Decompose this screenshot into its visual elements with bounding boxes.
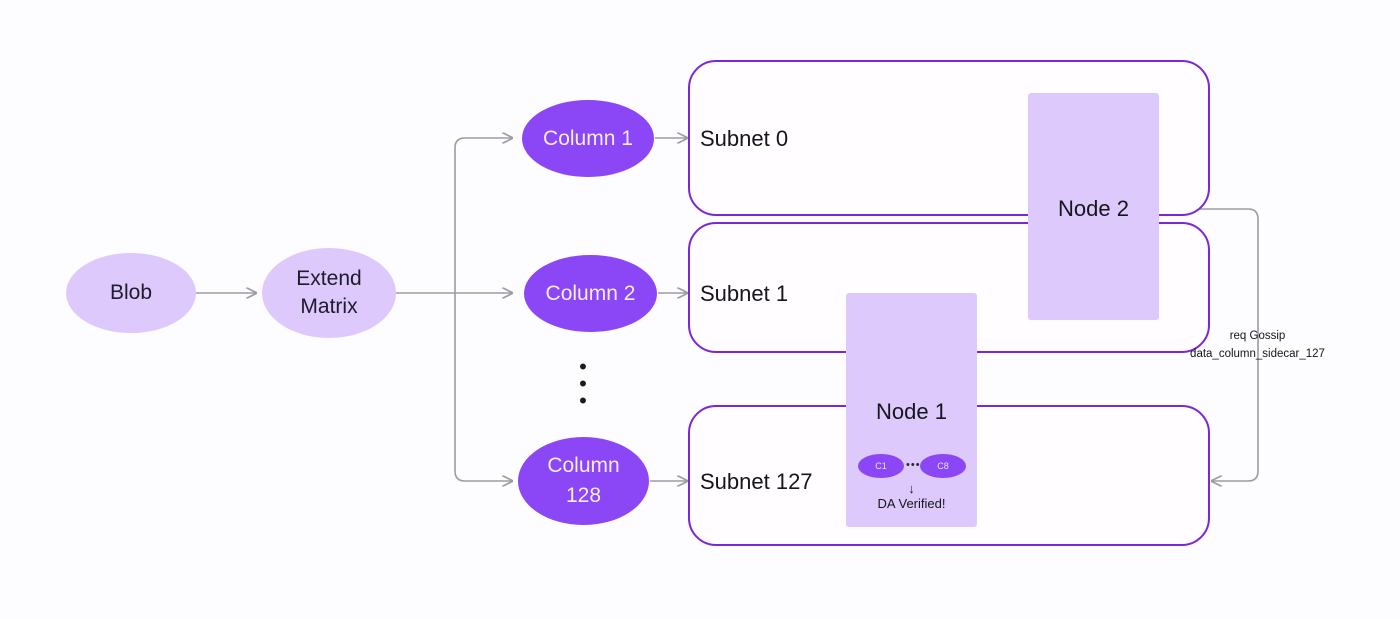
- connector-trunk-to-column-128: [454, 293, 512, 481]
- node-1-box[interactable]: Node 1 C1 ••• C8 ↓ DA Verified!: [846, 293, 977, 527]
- node-1-down-arrow-icon: ↓: [908, 481, 915, 496]
- subnet-label-127: Subnet 127: [700, 469, 813, 494]
- node-1-column-chip-first[interactable]: C1: [858, 454, 904, 478]
- extend-matrix-ellipse[interactable]: Extend Matrix: [262, 248, 396, 338]
- column-128-ellipse[interactable]: Column 128: [518, 437, 649, 525]
- node-2-title: Node 2: [1058, 196, 1129, 221]
- subnet-label-1: Subnet 1: [700, 281, 789, 306]
- extend-matrix-label-line2: Matrix: [300, 295, 358, 318]
- gossip-annotation-line2: data_column_sidecar_127: [1190, 348, 1325, 360]
- column-2-label: Column 2: [545, 281, 636, 305]
- subnet-label-0: Subnet 0: [700, 126, 789, 151]
- column-1-label: Column 1: [543, 126, 633, 150]
- column-128-label: Column 128: [547, 454, 620, 507]
- gossip-annotation-line1: req Gossip: [1229, 330, 1286, 342]
- column-1-ellipse[interactable]: Column 1: [522, 100, 654, 177]
- node-1-title: Node 1: [876, 399, 947, 424]
- gossip-annotation: req Gossip data_column_sidecar_127: [1185, 327, 1330, 363]
- node-2-box[interactable]: Node 2: [1028, 93, 1159, 320]
- blob-label: Blob: [109, 281, 153, 304]
- column-list-ellipsis: •••: [579, 354, 587, 413]
- column-2-ellipse[interactable]: Column 2: [524, 255, 657, 332]
- extend-matrix-label-line1: Extend: [296, 267, 362, 290]
- connector-node2-gossip-to-subnet-127: [1158, 208, 1259, 481]
- node-1-chip-ellipsis: •••: [906, 459, 921, 471]
- node-1-da-verified-label: DA Verified!: [877, 496, 946, 511]
- connector-trunk-to-column-1: [454, 138, 512, 293]
- blob-ellipse[interactable]: Blob: [66, 253, 196, 333]
- node-1-column-chip-last[interactable]: C8: [920, 454, 966, 478]
